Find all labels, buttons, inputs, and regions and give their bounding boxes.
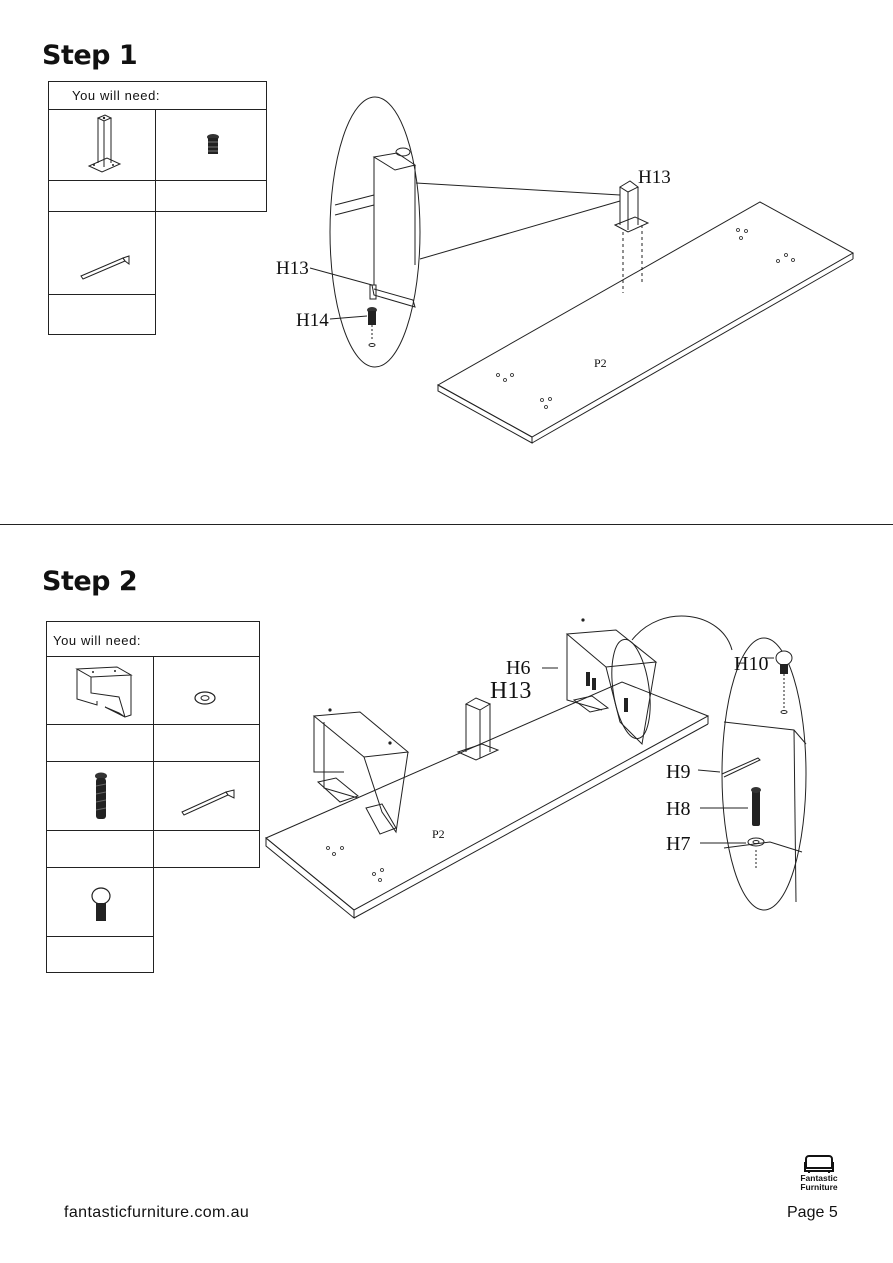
brand-line1: Fantastic (800, 1173, 838, 1183)
sofa-logo-icon (804, 1155, 834, 1173)
step1-parts-table: You will need: (48, 81, 267, 335)
step2-label-h10: H10 (734, 653, 768, 675)
step1-label-p2: P2 (594, 356, 607, 370)
long-bolt-icon (95, 772, 107, 819)
step1-panel-p2 (436, 201, 855, 438)
metal-frame-icon (75, 666, 133, 718)
step2-label-h7: H7 (666, 833, 690, 855)
step2-title: Step 2 (42, 566, 138, 597)
leg-post-icon (87, 114, 122, 173)
footer-website-link[interactable]: fantasticfurniture.com.au (64, 1204, 250, 1221)
step1-zoom-circle (329, 96, 421, 368)
step-divider (0, 524, 893, 525)
step1-label-h14: H14 (296, 310, 329, 331)
part-allen-key2-qty (153, 830, 260, 868)
bolt-icon (207, 134, 219, 154)
part-frame-cell (46, 656, 154, 725)
part-allen-key-qty (48, 294, 156, 335)
part-allen-key-cell (48, 211, 156, 295)
part-long-bolt-cell (46, 761, 154, 831)
step2-label-p2: P2 (432, 827, 445, 841)
part-glide-qty (46, 936, 154, 973)
part-allen-key2-cell (153, 761, 260, 831)
part-leg-post-cell (48, 109, 156, 181)
step2-label-h6: H6 (506, 657, 530, 679)
glide-foot-icon (91, 887, 111, 921)
step2-label-h13: H13 (490, 678, 531, 704)
step2-diagram: H6 H13 H10 H9 H8 H7 P2 (265, 615, 807, 920)
step1-diagram: H13 H13 H14 P2 (276, 96, 855, 444)
part-bolt-cell (155, 109, 267, 181)
step2-need-header: You will need: (46, 621, 260, 657)
step1-title: Step 1 (42, 40, 138, 71)
step1-need-header: You will need: (48, 81, 267, 110)
step2-label-h8: H8 (666, 798, 690, 820)
step2-panel-p2 (265, 681, 710, 911)
part-washer-qty (153, 724, 260, 762)
washer-icon (194, 691, 216, 705)
step1-label-h13-top: H13 (638, 167, 671, 188)
step1-label-h13-zoom: H13 (276, 258, 309, 279)
part-bolt-qty (155, 180, 267, 212)
allen-key-icon (181, 789, 235, 816)
brand-logo: Fantastic Furniture (790, 1150, 848, 1202)
step2-parts-table: You will need: (46, 621, 260, 973)
part-leg-post-qty (48, 180, 156, 212)
allen-key-icon (80, 255, 130, 280)
page-number: Page 5 (787, 1204, 838, 1221)
part-frame-qty (46, 724, 154, 762)
brand-line2: Furniture (800, 1182, 838, 1192)
part-long-bolt-qty (46, 830, 154, 868)
part-glide-cell (46, 867, 154, 937)
step2-need-label: You will need: (53, 633, 142, 648)
part-washer-cell (153, 656, 260, 725)
step1-need-label: You will need: (72, 88, 161, 103)
step2-zoom-circle (721, 637, 807, 911)
step2-label-h9: H9 (666, 761, 690, 783)
